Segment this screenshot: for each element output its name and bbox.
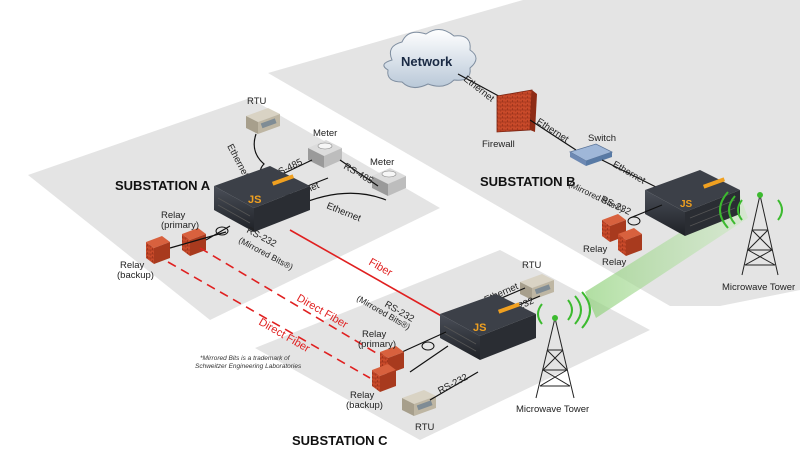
substation-c-platform (255, 250, 650, 440)
microwave-tower-b-label: Microwave Tower (722, 282, 795, 293)
cable-firewall-switch (529, 119, 577, 151)
substation-c-title: SUBSTATION C (292, 433, 388, 448)
relay-c-backup-label-1: Relay (350, 390, 375, 401)
relay-c-primary-label-1: Relay (362, 329, 387, 340)
controller-a-logo: JS (248, 194, 261, 206)
cable-rs485-a2 (339, 159, 379, 187)
relay-b1-icon (602, 214, 626, 242)
controller-b: JS (645, 170, 740, 236)
fiber-link (289, 229, 446, 319)
controller-b-logo: JS (680, 199, 693, 210)
substation-a-title: SUBSTATION A (115, 178, 211, 193)
relay-a-primary-label-1: Relay (161, 210, 186, 221)
controller-a: JS (214, 166, 310, 232)
rtu-a-label: RTU (247, 96, 266, 107)
relay-a-primary-icon (182, 228, 206, 256)
switch-label: Switch (588, 133, 616, 144)
relay-a-backup-label-1: Relay (120, 260, 145, 271)
rtu-c1-label: RTU (522, 260, 541, 271)
cable-rs232-b (629, 204, 663, 219)
controller-c-logo: JS (473, 322, 486, 334)
relay-b2-label: Relay (602, 257, 627, 268)
microwave-tower-b (719, 191, 783, 276)
relay-b1-label: Relay (583, 244, 608, 255)
relay-c-backup-icon (372, 364, 396, 392)
relay-a-backup-label-2: (backup) (117, 270, 154, 281)
meter-a1-icon (308, 140, 342, 168)
meter-a1-label: Meter (313, 128, 337, 139)
relay-a-primary-label-2: (primary) (161, 220, 199, 231)
firewall-icon (496, 89, 537, 133)
microwave-tower-c-label: Microwave Tower (516, 404, 589, 415)
direct-fiber-link-1 (199, 247, 379, 355)
cable-rs232-c-bottom (429, 371, 479, 401)
rtu-c2-label: RTU (415, 422, 434, 433)
meter-a2-icon (372, 168, 406, 196)
direct-fiber-link-2 (167, 261, 371, 379)
cable-rs232-c-relays (401, 331, 449, 373)
cable-switch-controller-b (601, 159, 663, 191)
rtu-a-icon (246, 108, 280, 134)
trademark-note-2: Schweitzer Engineering Laboratories (195, 363, 302, 370)
switch-icon (568, 143, 614, 166)
microwave-tower-c (535, 291, 591, 399)
network-label: Network (401, 54, 453, 69)
relay-b2-icon (618, 228, 642, 256)
meter-a2-label: Meter (370, 157, 394, 168)
network-cloud: Network (383, 29, 477, 88)
firewall-label: Firewall (482, 139, 515, 150)
relay-c-primary-label-2: (primary) (358, 339, 396, 350)
relay-c-backup-label-2: (backup) (346, 400, 383, 411)
rtu-c2-icon (402, 390, 436, 416)
controller-c: JS (440, 294, 536, 360)
trademark-note-1: *Mirrored Bits is a trademark of (200, 355, 291, 362)
relay-a-backup-icon (146, 236, 170, 264)
substation-b-title: SUBSTATION B (480, 174, 576, 189)
rtu-c1-icon (520, 274, 554, 300)
